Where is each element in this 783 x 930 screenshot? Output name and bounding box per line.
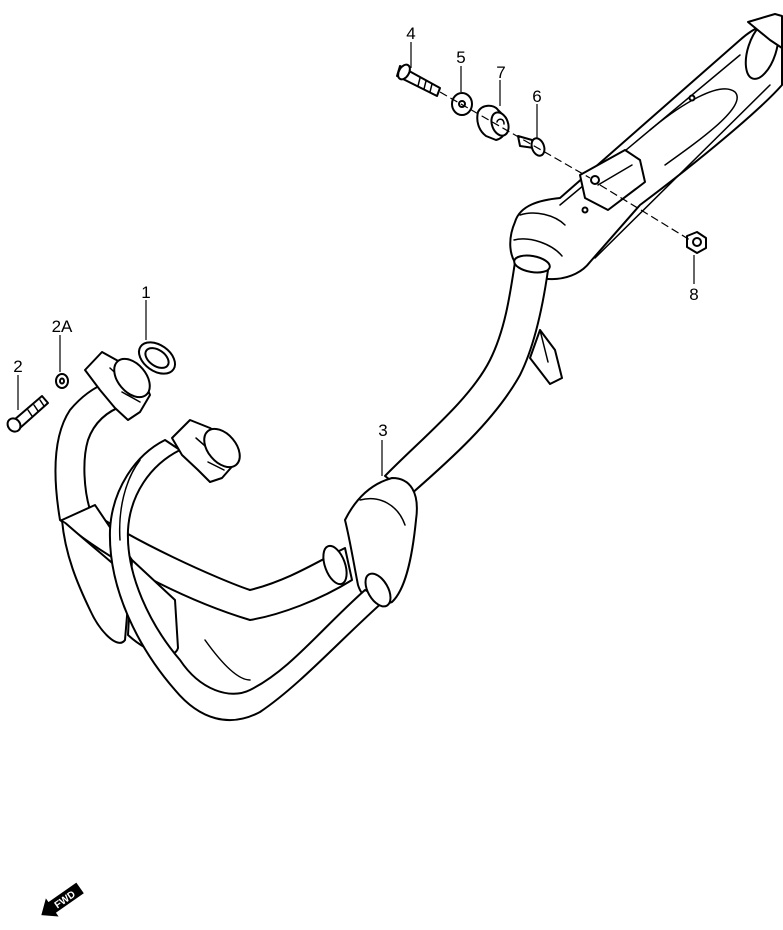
callout-8: 8 xyxy=(689,285,698,304)
bolt-part-2 xyxy=(6,395,49,433)
callout-3: 3 xyxy=(378,421,387,440)
nut-part-8 xyxy=(686,231,707,254)
callout-1: 1 xyxy=(141,283,150,302)
washer-part-2a xyxy=(55,373,69,389)
header-flanges xyxy=(84,351,241,483)
callout-2: 2 xyxy=(13,357,22,376)
muffler xyxy=(509,13,783,385)
callout-7: 7 xyxy=(496,63,505,82)
callout-4: 4 xyxy=(406,24,415,43)
callout-5: 5 xyxy=(456,48,465,67)
callout-6: 6 xyxy=(532,87,541,106)
exhaust-pipe-assembly xyxy=(54,254,551,722)
collar-part-6 xyxy=(517,135,546,157)
callout-2a: 2A xyxy=(52,317,73,336)
bolt-part-4 xyxy=(396,63,441,97)
fwd-arrow-icon: FWD xyxy=(41,882,84,917)
gasket-part xyxy=(137,341,177,375)
grommet-part-7 xyxy=(476,104,510,141)
callout-labels: 1 2 2A 3 4 5 6 7 8 xyxy=(13,24,698,440)
leader-lines xyxy=(17,42,695,476)
